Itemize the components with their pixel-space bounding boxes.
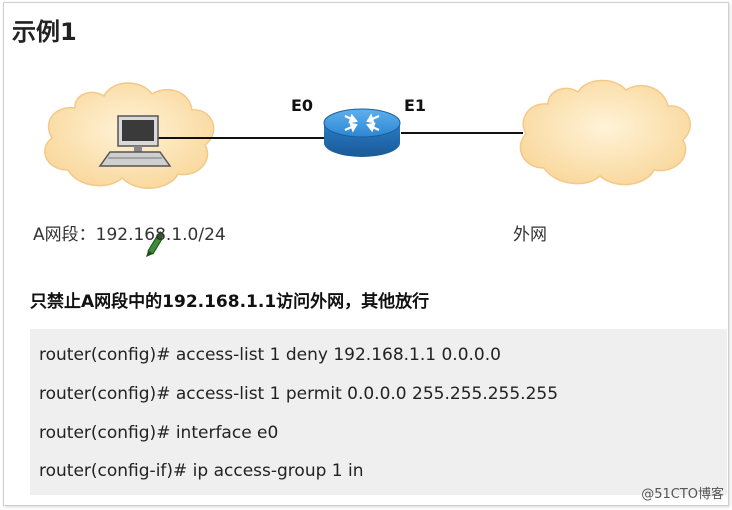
port-label-e1: E1 <box>404 96 427 115</box>
external-network-cloud <box>519 79 691 186</box>
slide-title: 示例1 <box>12 18 77 46</box>
computer-icon <box>98 115 172 167</box>
config-line: router(config-if)# ip access-group 1 in <box>39 461 364 481</box>
watermark: @51CTO博客 <box>641 487 724 502</box>
network-a-label: A网段：192.168.1.0/24 <box>33 225 226 245</box>
router-icon <box>323 108 401 157</box>
config-line: router(config)# interface e0 <box>39 423 279 443</box>
config-block: router(config)# access-list 1 deny 192.1… <box>30 329 727 495</box>
external-network-label: 外网 <box>513 225 547 245</box>
port-label-e0: E0 <box>291 96 314 115</box>
rule-description: 只禁止A网段中的192.168.1.1访问外网，其他放行 <box>30 292 430 312</box>
config-line: router(config)# access-list 1 deny 192.1… <box>39 345 501 365</box>
config-line: router(config)# access-list 1 permit 0.0… <box>39 384 559 404</box>
pen-cursor-icon <box>146 231 164 257</box>
